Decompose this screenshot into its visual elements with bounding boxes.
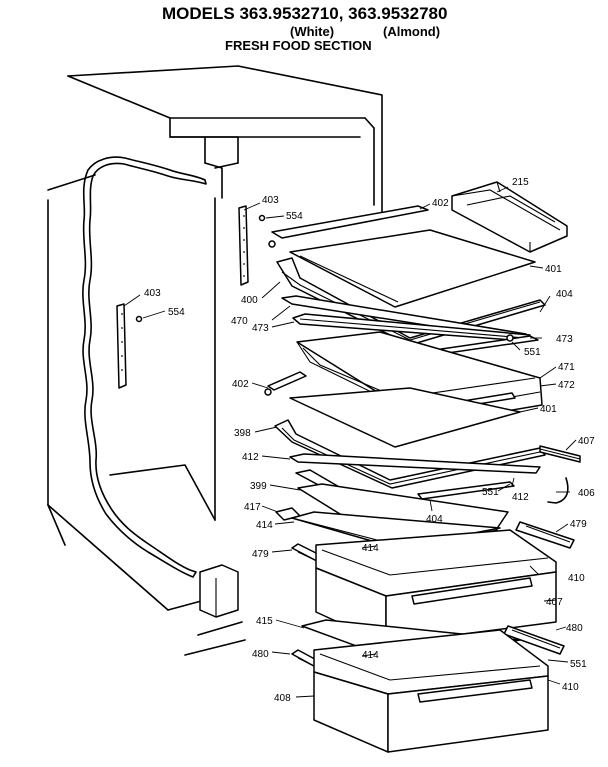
callout-473: 473: [252, 323, 269, 334]
callout-403: 403: [144, 288, 161, 299]
callout-398: 398: [234, 428, 251, 439]
shelf-ladder-right: [238, 205, 266, 286]
callout-414: 414: [256, 520, 273, 531]
callout-401: 401: [545, 264, 562, 275]
models-title: MODELS 363.9532710, 363.9532780: [162, 4, 448, 23]
callout-399: 399: [250, 481, 267, 492]
callout-410: 410: [568, 573, 585, 584]
callout-412: 412: [242, 452, 259, 463]
callout-480: 480: [252, 649, 269, 660]
callout-471: 471: [558, 362, 575, 373]
callout-473: 473: [556, 334, 573, 345]
white-label: (White): [290, 24, 335, 39]
lower-shelf: [274, 387, 581, 524]
callout-407: 407: [546, 597, 563, 608]
callout-417: 417: [244, 502, 261, 513]
callout-406: 406: [578, 488, 595, 499]
callout-215: 215: [512, 177, 529, 188]
lower-crisper-drawer: [313, 671, 549, 753]
callout-415: 415: [256, 616, 273, 627]
callout-554: 554: [286, 211, 303, 222]
callout-480: 480: [566, 623, 583, 634]
callout-403: 403: [262, 195, 279, 206]
leader-lines: [123, 186, 577, 698]
callout-551: 551: [570, 659, 587, 670]
callout-412: 412: [512, 492, 529, 503]
callout-404: 404: [426, 514, 443, 525]
almond-label: (Almond): [383, 24, 441, 39]
callout-402: 402: [232, 379, 249, 390]
callout-402: 402: [432, 198, 449, 209]
section-title: FRESH FOOD SECTION: [225, 38, 372, 53]
callout-551: 551: [482, 487, 499, 498]
callout-479: 479: [252, 549, 269, 560]
callout-404: 404: [556, 289, 573, 300]
dairy-bin: [451, 181, 568, 253]
callout-472: 472: [558, 380, 575, 391]
shelf-ladder-left: [116, 303, 143, 389]
callout-479: 479: [570, 519, 587, 530]
callout-551: 551: [524, 347, 541, 358]
callout-414: 414: [362, 543, 379, 554]
cabinet-outline: [47, 65, 383, 656]
callout-410: 410: [562, 682, 579, 693]
callout-414: 414: [362, 650, 379, 661]
callout-554: 554: [168, 307, 185, 318]
callout-400: 400: [241, 295, 258, 306]
callout-407: 407: [578, 436, 595, 447]
upper-shelf: [268, 205, 546, 358]
callout-408: 408: [274, 693, 291, 704]
callout-470: 470: [231, 316, 248, 327]
callout-401: 401: [540, 404, 557, 415]
callout-labels: 215 402 403 554 401 403 554 400 404 470 …: [144, 177, 595, 704]
